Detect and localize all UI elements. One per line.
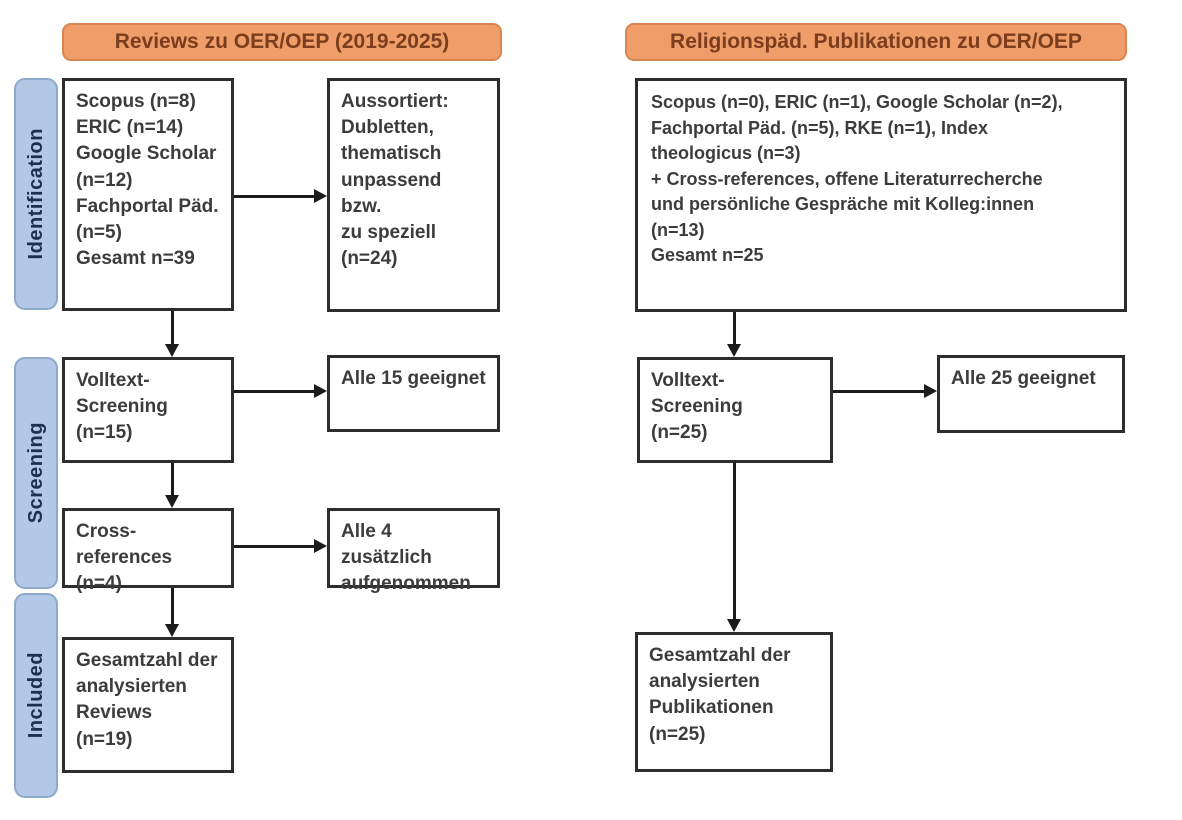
node-left-additional-included: Alle 4 zusätzlich aufgenommen (327, 508, 500, 594)
arrow-right-rfulltext-to-rsuitable (833, 384, 937, 398)
node-left-cross-references: Cross-references (n=4) (62, 508, 234, 594)
node-left-all-suitable: Alle 15 geeignet (327, 355, 500, 432)
stage-label-identification: Identification (14, 78, 58, 310)
node-right-all-suitable: Alle 25 geeignet (937, 355, 1125, 433)
stage-label-screening-text: Screening (24, 422, 47, 524)
arrow-right-fulltext-to-suitable (234, 384, 327, 398)
arrow-down-rfulltext-to-rtotal (727, 463, 741, 632)
arrow-right-crossref-to-additional (234, 539, 327, 553)
arrow-down-sources-to-fulltext (165, 311, 179, 357)
stage-label-included-text: Included (24, 652, 47, 739)
node-left-total-included: Gesamtzahl der analysierten Reviews (n=1… (62, 637, 234, 773)
node-right-identification-sources: Scopus (n=0), ERIC (n=1), Google Scholar… (635, 78, 1127, 312)
arrow-down-crossref-to-total (165, 588, 179, 637)
arrow-right-sources-to-sortedout (234, 189, 327, 203)
node-left-sorted-out: Aussortiert: Dubletten, thematisch unpas… (327, 78, 500, 312)
arrow-down-fulltext-to-crossref (165, 463, 179, 508)
node-right-fulltext-screening: Volltext- Screening (n=25) (637, 357, 833, 463)
stage-label-included: Included (14, 593, 58, 798)
column-header-religionspaed: Religionspäd. Publikationen zu OER/OEP (625, 23, 1127, 61)
column-header-reviews: Reviews zu OER/OEP (2019-2025) (62, 23, 502, 61)
stage-label-screening: Screening (14, 357, 58, 589)
node-left-fulltext-screening: Volltext- Screening (n=15) (62, 357, 234, 463)
node-left-identification-sources: Scopus (n=8) ERIC (n=14) Google Scholar … (62, 78, 234, 311)
stage-label-identification-text: Identification (24, 128, 47, 260)
node-right-total-included: Gesamtzahl der analysierten Publikatione… (635, 632, 833, 772)
arrow-down-rsources-to-rfulltext (727, 312, 741, 357)
